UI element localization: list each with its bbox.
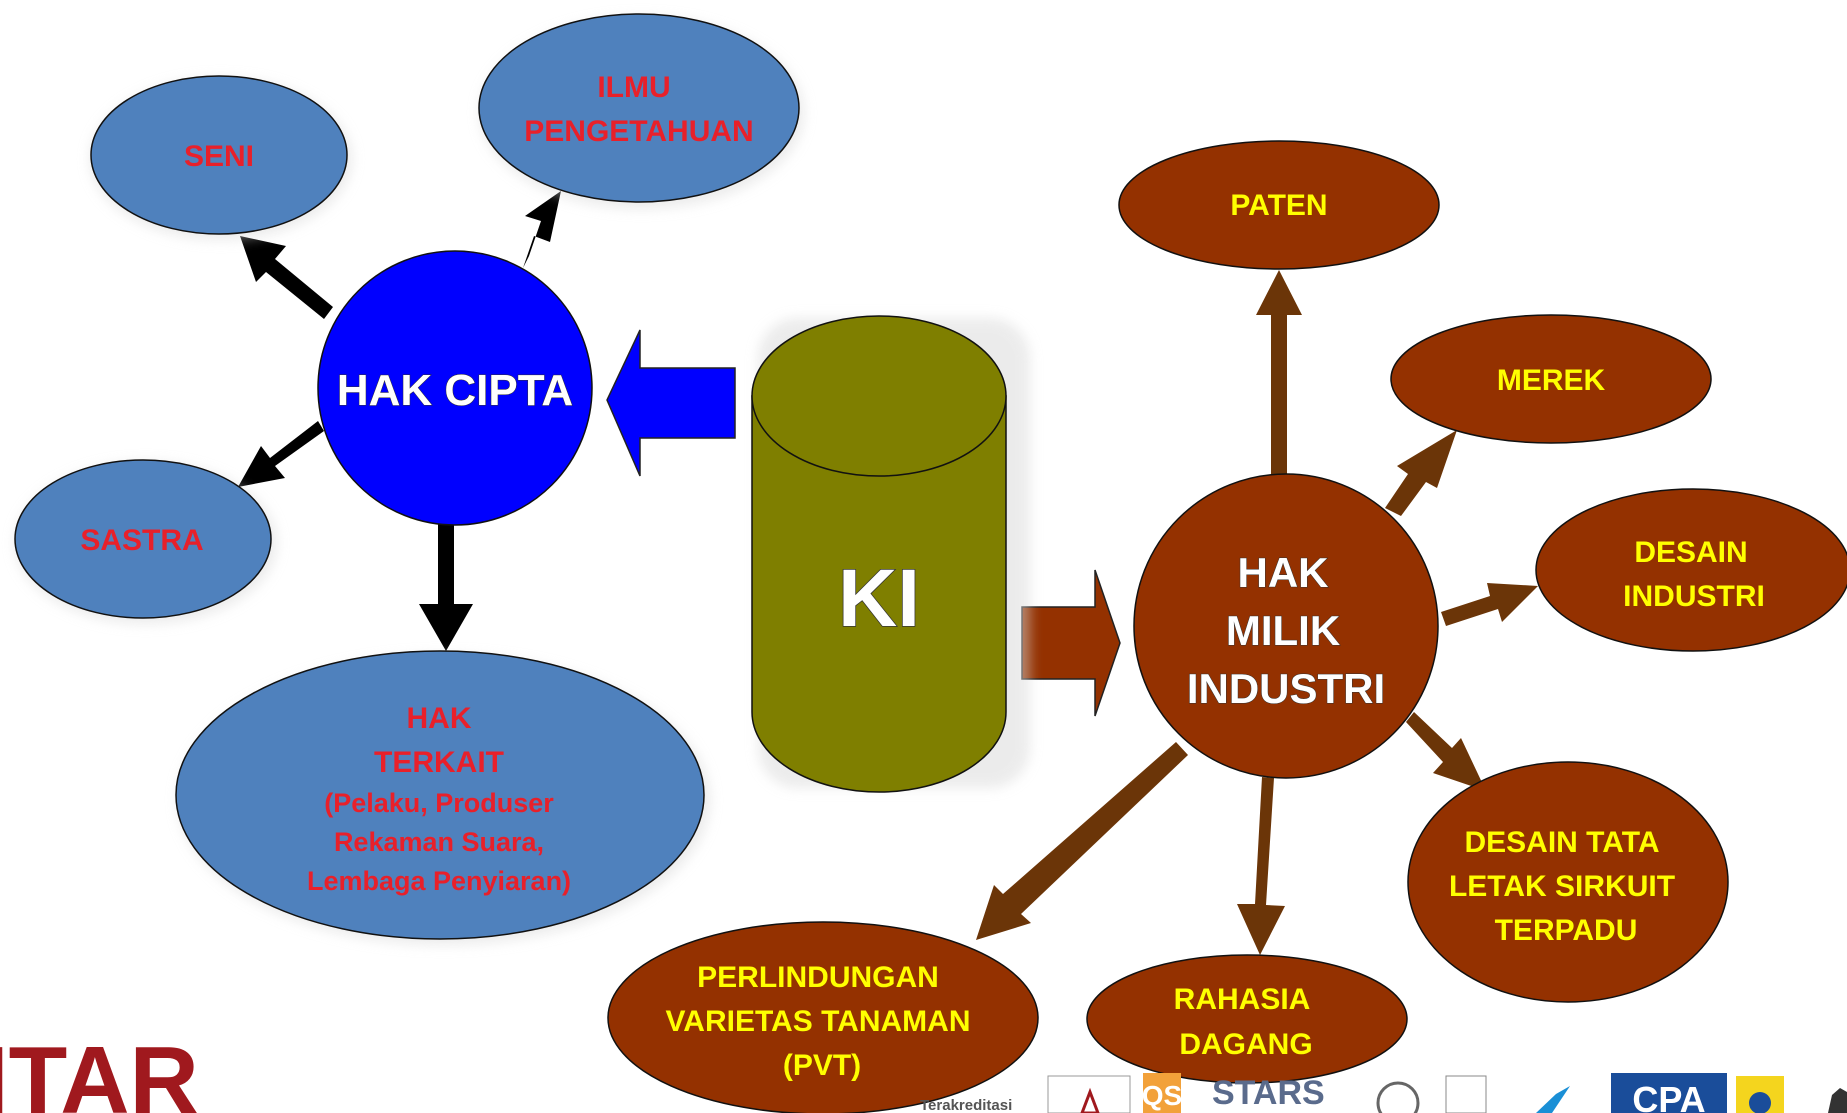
arrow-to-ilmu (523, 191, 561, 268)
node-ilmu-pengetahuan: ILMU PENGETAHUAN (478, 13, 804, 209)
hak-cipta-label: HAK CIPTA (337, 366, 573, 415)
arrow-to-rahasia (1237, 777, 1285, 955)
stars-text: STARS (1212, 1074, 1325, 1112)
cpa-badge (1611, 1073, 1727, 1113)
accreditation-a-icon (1080, 1087, 1100, 1113)
ilmu-label-line2: PENGETAHUAN (524, 115, 753, 148)
tata-line3: TERPADU (1495, 914, 1638, 947)
node-pvt: PERLINDUNGAN VARIETAS TANAMAN (PVT) (607, 921, 1039, 1113)
qs-badge (1143, 1073, 1181, 1113)
sastra-label: SASTRA (80, 524, 203, 557)
qs-text: QS (1142, 1080, 1182, 1111)
pvt-line1: PERLINDUNGAN (697, 961, 939, 994)
emblem-icon (1828, 1088, 1847, 1113)
seal-icon (1376, 1081, 1420, 1113)
arrow-to-seni (240, 236, 333, 319)
ki-to-hak-cipta-arrow (606, 329, 736, 477)
institution-logo-text: ITAR (0, 1027, 199, 1113)
copyright-arrows (238, 191, 561, 651)
node-hak-cipta: HAK CIPTA (317, 250, 593, 526)
industri-line1: HAK (1238, 549, 1329, 596)
node-merek: MEREK (1390, 314, 1712, 444)
pvt-line3: (PVT) (783, 1049, 861, 1082)
accredited-text: Terakreditasi (920, 1097, 1012, 1113)
desain-line2: INDUSTRI (1623, 580, 1765, 613)
arrow-to-terkait (419, 522, 473, 651)
ki-cylinder: KI (751, 315, 1030, 793)
footer-logos: ITAR Terakreditasi QS STARS CPA (0, 1027, 1847, 1113)
node-rahasia-dagang: RAHASIA DAGANG (1086, 954, 1408, 1084)
terkait-line4: Rekaman Suara, (334, 827, 544, 857)
terkait-line3: (Pelaku, Produser (324, 788, 554, 818)
rahasia-line2: DAGANG (1179, 1028, 1312, 1061)
arrow-to-paten (1256, 270, 1302, 478)
node-sastra: SASTRA (14, 459, 277, 624)
pvt-line2: VARIETAS TANAMAN (666, 1005, 971, 1038)
terkait-line5: Lembaga Penyiaran) (307, 866, 571, 896)
paten-label: PATEN (1230, 189, 1327, 222)
arrow-to-sastra (238, 421, 324, 487)
arrow-to-desain (1441, 583, 1538, 626)
node-desain-tata-letak: DESAIN TATA LETAK SIRKUIT TERPADU (1407, 761, 1729, 1003)
node-seni: SENI (90, 75, 352, 240)
industri-line3: INDUSTRI (1187, 665, 1385, 712)
industrial-arrows (976, 270, 1538, 955)
ki-to-industri-arrow (1021, 569, 1121, 717)
check-swoosh-icon (1536, 1086, 1570, 1113)
arrow-to-tata (1406, 712, 1486, 791)
ilmu-label-line1: ILMU (597, 71, 670, 104)
ki-label: KI (838, 553, 920, 644)
award-badge (1445, 1075, 1487, 1113)
desain-line1: DESAIN (1634, 536, 1747, 569)
crest-icon (1749, 1092, 1771, 1113)
tata-line2: LETAK SIRKUIT (1449, 870, 1675, 903)
terkait-line1: HAK (407, 702, 472, 735)
arrow-to-pvt (976, 742, 1188, 940)
seni-label: SENI (184, 140, 254, 173)
rahasia-line1: RAHASIA (1174, 983, 1311, 1016)
cpa-text: CPA (1632, 1079, 1705, 1113)
tata-line1: DESAIN TATA (1465, 826, 1660, 859)
node-desain-industri: DESAIN INDUSTRI (1535, 488, 1847, 652)
node-hak-milik-industri: HAK MILIK INDUSTRI (1133, 473, 1439, 779)
terkait-line2: TERKAIT (374, 746, 504, 779)
node-hak-terkait: HAK TERKAIT (Pelaku, Produser Rekaman Su… (175, 650, 710, 945)
node-paten: PATEN (1118, 140, 1440, 270)
industri-line2: MILIK (1226, 607, 1340, 654)
arrow-to-merek (1385, 430, 1457, 516)
merek-label: MEREK (1497, 364, 1606, 397)
